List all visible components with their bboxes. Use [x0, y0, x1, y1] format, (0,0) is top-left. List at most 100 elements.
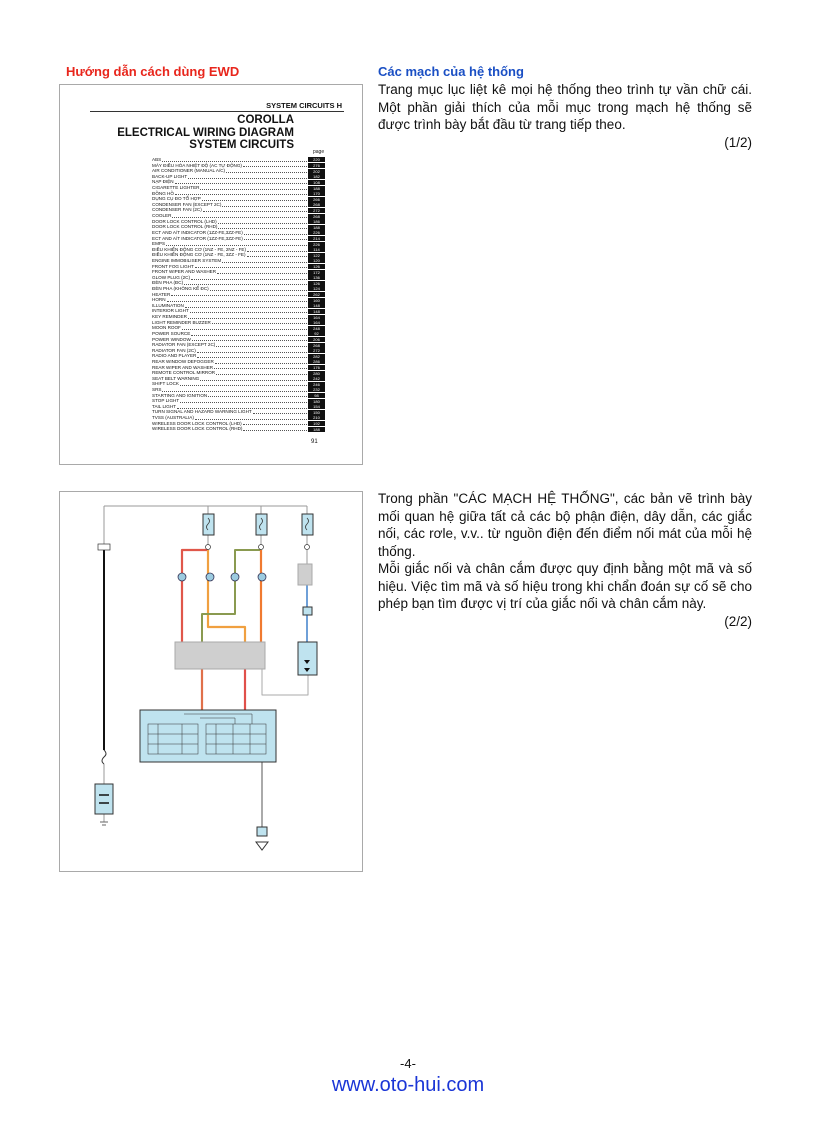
entry-page: 176 [308, 365, 325, 370]
leader-dots [174, 180, 307, 185]
leader-dots [196, 349, 307, 353]
leader-dots [162, 158, 307, 162]
index-entry: DOOR LOCK CONTROL (RHD) 188 [152, 224, 325, 230]
entry-label: SRS [152, 386, 162, 392]
entry-label: COOLER [152, 213, 172, 219]
entry-label: ECT AND A/T INDICATOR (1ZZ-FE,3ZZ-FE) [152, 235, 243, 241]
leader-dots [243, 236, 307, 241]
index-entry: WIRELESS DOOR LOCK CONTROL (LHD)192 [152, 421, 325, 427]
page-number: -4- [400, 1056, 416, 1071]
entry-page: 248 [308, 325, 325, 331]
entry-label: POWER SOURCE [152, 330, 191, 336]
leader-dots [191, 332, 307, 336]
leader-dots [179, 382, 307, 387]
entry-label: ĐIỀU KHIỂN ĐỘNG CƠ (1NZ - FE, 2NZ - FE) [152, 246, 247, 252]
entry-page: 92 [308, 331, 325, 337]
entry-label: MOON ROOF [152, 325, 181, 331]
leader-dots [218, 225, 307, 230]
entry-page: 122 [308, 252, 325, 258]
index-entry: CONDENSER FAN (EXCEPT 2C)268 [152, 202, 325, 208]
entry-page: 180 [308, 398, 325, 404]
entry-page: 210 [308, 415, 325, 421]
entry-page: 148 [308, 308, 325, 314]
entry-label: ILLUMINATION [152, 302, 184, 308]
entry-page: 188 [308, 224, 325, 230]
index-entry: ĐÈN PHA (KHÔNG KỂ ĐC)124 [152, 286, 325, 292]
leader-dots [214, 365, 307, 370]
wire-red [180, 548, 208, 642]
leader-dots [194, 264, 307, 269]
entry-page: 170 [308, 191, 325, 197]
entry-page: 186 [308, 219, 325, 225]
entry-page: 136 [308, 275, 325, 281]
entry-label: ĐIỀU KHIỂN ĐỘNG CƠ (1NZ - FE, 3ZZ - FE) [152, 252, 246, 258]
entry-page: 124 [308, 286, 325, 292]
index-entry: BACK-UP LIGHT 182 [152, 174, 325, 180]
entry-page: 262 [308, 292, 325, 298]
entry-page: 120 [308, 258, 325, 264]
index-entry: ECT AND A/T INDICATOR (1ZZ-FE,3ZZ-FE)214 [152, 236, 325, 242]
leader-dots [200, 186, 307, 190]
leader-dots [191, 337, 307, 342]
entry-page: 182 [308, 174, 325, 180]
leader-dots [174, 191, 307, 196]
entry-page: 272 [308, 207, 325, 213]
index-entry: EMPS 226 [152, 241, 325, 247]
control-module [139, 709, 277, 763]
leader-dots [200, 377, 307, 381]
index-entry: GLOW PLUG (2C)136 [152, 275, 325, 281]
entry-label: RADIO AND PLAYER [152, 353, 197, 359]
entry-page: 226 [308, 241, 325, 247]
entry-label: NẠP ĐIỆN [152, 179, 174, 185]
index-entry: ĐÈN PHA (ĐC)126 [152, 280, 325, 286]
leader-dots [252, 410, 307, 415]
indicator-unit [297, 641, 318, 676]
leader-dots [171, 292, 307, 297]
entry-label: BACK-UP LIGHT [152, 173, 188, 179]
part-index: (1/2) [724, 134, 752, 150]
entry-label: RADIATOR FAN (EXCEPT 2C) [152, 342, 216, 348]
leader-dots [180, 399, 307, 403]
website-link[interactable]: www.oto-hui.com [331, 1074, 485, 1096]
paragraph-text: Mỗi giắc nối và chân cắm được quy định b… [378, 561, 752, 611]
divider [90, 111, 344, 112]
entry-page: 160 [308, 297, 325, 303]
entry-label: CONDENSER FAN (EXCEPT 2C) [152, 201, 222, 207]
entry-page: 268 [308, 342, 325, 348]
entry-page: 242 [308, 376, 325, 382]
index-entry: RADIATOR FAN (2C)272 [152, 348, 325, 354]
leader-dots [222, 203, 307, 207]
leader-dots [211, 320, 307, 325]
index-entry: AIR CONDITIONER (MANUAL A/C)202 [152, 168, 325, 174]
entry-page: 286 [308, 359, 325, 365]
entry-page: 276 [308, 163, 325, 169]
right-section-heading: Các mạch của hệ thống [378, 64, 524, 79]
entry-page: 188 [308, 426, 325, 432]
leader-dots [222, 259, 307, 263]
entry-label: STARTING AND IGNITION [152, 392, 208, 398]
battery-icon [94, 783, 114, 815]
entry-label: TAIL LIGHT [152, 403, 176, 409]
entry-label: DOOR LOCK CONTROL (RHD) [152, 224, 218, 230]
entry-label: EMPS [152, 241, 166, 247]
index-entry: POWER SOURCE 92 [152, 331, 325, 337]
leader-dots [208, 393, 307, 398]
entry-page: 272 [308, 348, 325, 354]
entry-page: 172 [308, 269, 325, 275]
index-entry: ĐIỀU KHIỂN ĐỘNG CƠ (1NZ - FE, 2NZ - FE)1… [152, 247, 325, 253]
leader-dots [187, 315, 307, 319]
leader-dots [217, 220, 307, 224]
entry-page: 206 [308, 336, 325, 342]
ground-icon [255, 841, 269, 851]
